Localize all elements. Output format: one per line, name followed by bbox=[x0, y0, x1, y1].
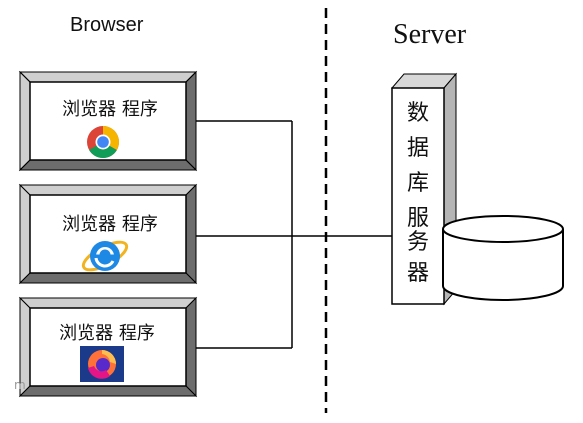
db-server-char: 数 bbox=[407, 101, 429, 126]
firefox-icon bbox=[80, 346, 124, 382]
db-server-char: 服 bbox=[407, 206, 429, 231]
watermark-glyph: m bbox=[14, 378, 26, 392]
browser-client-panel: 浏览器 程序 bbox=[18, 183, 198, 285]
browser-client-panel: 浏览器 程序 bbox=[18, 70, 198, 172]
browser-section-label: Browser bbox=[70, 14, 144, 36]
db-server-char: 库 bbox=[407, 171, 429, 196]
connection-lines bbox=[195, 120, 392, 349]
server-section-label: Server bbox=[393, 19, 467, 50]
client-label: 浏览器 程序 bbox=[59, 323, 155, 344]
db-server-char: 器 bbox=[407, 261, 429, 286]
browser-client-panel: 浏览器 程序 m bbox=[14, 296, 198, 398]
client-label: 浏览器 程序 bbox=[62, 99, 158, 120]
ie-icon bbox=[81, 240, 129, 272]
client-label: 浏览器 程序 bbox=[62, 214, 158, 235]
db-server-char: 据 bbox=[407, 136, 429, 161]
db-server-char: 务 bbox=[407, 230, 429, 255]
chrome-icon bbox=[87, 126, 120, 159]
database-cylinder bbox=[442, 215, 564, 301]
